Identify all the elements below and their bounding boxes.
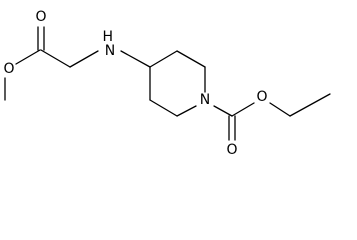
bond-nh-c4 [120, 50, 151, 68]
atom-oxygen-ester-carbonyl: O [35, 9, 46, 25]
bond-ring-c6-c5 [149, 99, 178, 117]
bond-o-ch2 [269, 102, 291, 117]
atom-oxygen-ethoxy: O [256, 89, 267, 105]
atom-oxygen-carbamate-carbonyl: O [226, 142, 237, 158]
bond-ring-n-c6 [176, 105, 197, 117]
atom-oxygen-methoxy: O [3, 61, 14, 77]
bond-carbonyl-o-ethyl [231, 102, 255, 117]
chemical-structure: O O H N N O O [3, 9, 331, 158]
bond-ring-c4-c3 [149, 50, 178, 68]
bond-n-carbonyl [213, 105, 233, 117]
atom-nitrogen-amine-n: N [105, 43, 115, 59]
atom-nitrogen-amine: H N [103, 29, 118, 59]
bond-carbonyl-ch2 [40, 49, 71, 68]
bond-o-carbonyl [15, 49, 41, 65]
bond-ch2-ch3 [289, 93, 331, 117]
bond-ch2-nh [69, 50, 99, 68]
atom-nitrogen-amine-label: H [103, 29, 114, 45]
bond-ring-c3-c2 [176, 50, 206, 68]
atom-nitrogen-piperidine: N [200, 92, 210, 108]
